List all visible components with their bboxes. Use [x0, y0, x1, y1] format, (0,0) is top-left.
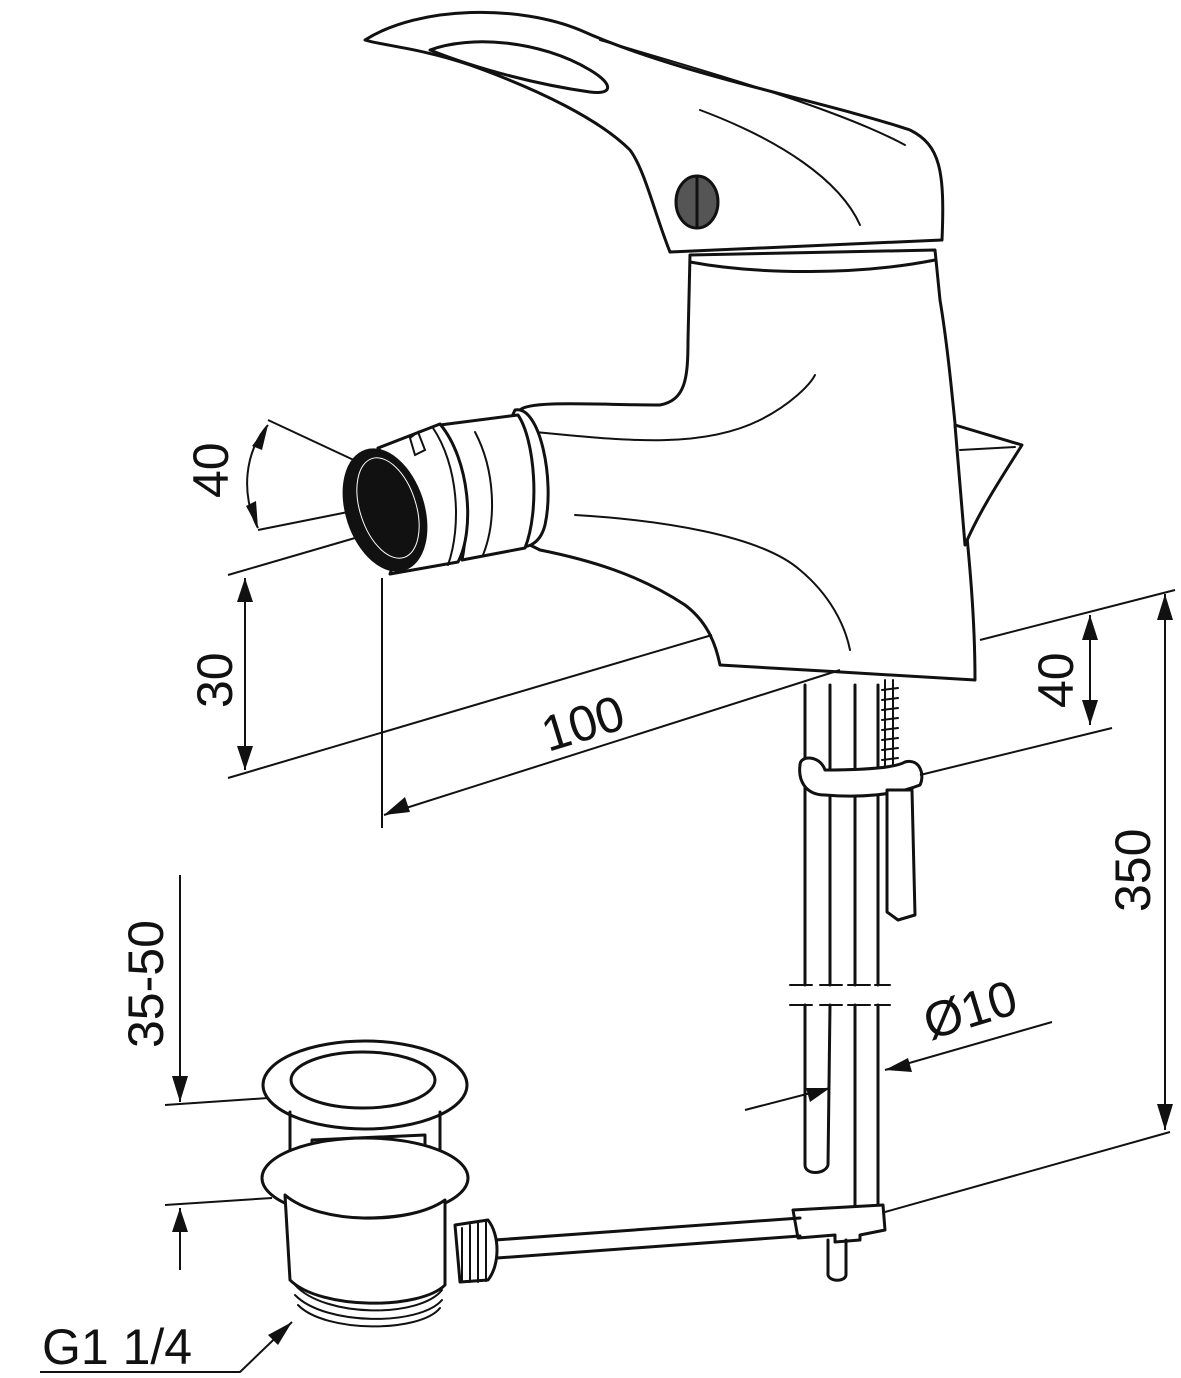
dim-label-hose-length: 350 [1105, 829, 1161, 912]
waste-fitting [260, 1039, 499, 1328]
faucet-body [518, 248, 1024, 682]
spout-nozzle [342, 408, 550, 576]
supply-tubes [789, 679, 924, 1282]
dimension-lines [40, 419, 1176, 1373]
dim-label-spout-height: 30 [187, 652, 243, 708]
dim-label-spout-reach: 100 [535, 685, 631, 763]
popup-rod [493, 1216, 802, 1260]
dim-label-waste-thread: G1 1/4 [42, 1319, 192, 1375]
dim-label-waste-range: 35-50 [118, 920, 174, 1048]
lever-handle [363, 10, 945, 254]
dim-label-tube-diameter: Ø10 [917, 969, 1024, 1050]
dim-label-body-to-bracket: 40 [1028, 652, 1084, 708]
dim-label-spout-diameter: 40 [183, 442, 239, 498]
